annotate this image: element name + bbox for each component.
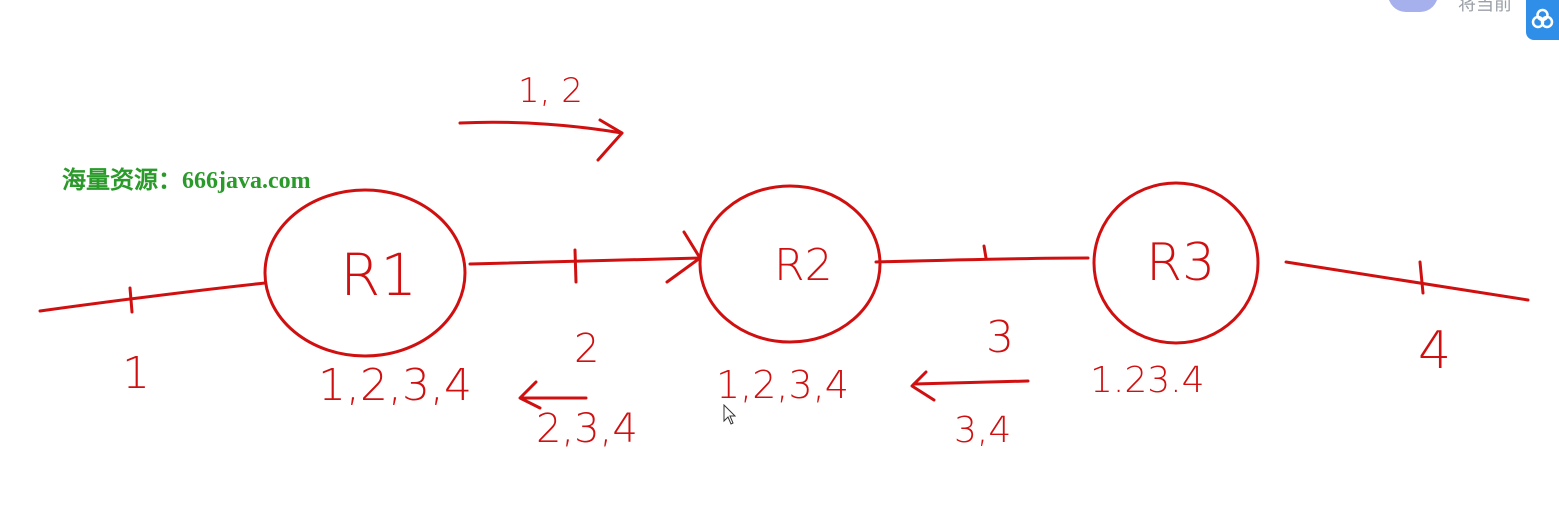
network-3-link [874,256,1090,264]
network-4-tick [1418,260,1425,295]
network-2-label: 2 [574,326,599,372]
update-arrowhead-r3-to-r2 [910,370,936,402]
network-1-tick [128,286,134,314]
router-r2-label: R2 [774,240,833,291]
corner-decoration [1388,0,1438,12]
cloud-icon[interactable] [1526,0,1559,40]
network-3-tick [982,244,988,260]
network-4-label: 4 [1418,321,1451,381]
router-r1-circle [263,188,467,358]
corner-partial-text: 将当前 [1458,0,1512,15]
network-1-label: 1 [122,348,150,399]
network-4-link [1284,260,1530,302]
mouse-pointer-icon [723,403,737,431]
watermark-text: 海量资源：666java.com [62,168,311,194]
cloud-icon-glyph [1531,8,1554,29]
network-2-tick [573,248,578,284]
network-3-label: 3 [986,312,1014,363]
update-label-r2-to-r1: 2,3,4 [536,406,638,452]
update-arrow-r3-to-r2 [912,379,1030,386]
router-r2-routes: 1,2,3,4 [716,363,849,407]
update-label-r3-to-r2: 3,4 [954,410,1011,451]
router-r3-circle [1092,181,1260,345]
router-r1-label: R1 [340,241,417,309]
update-arrowhead-r1-to-r2 [596,118,624,162]
router-r2-circle [698,184,882,344]
update-arrow-r1-to-r2 [458,120,624,135]
update-label-r1-to-r2: 1, 2 [518,71,583,111]
router-r3-label: R3 [1146,233,1215,293]
router-r3-routes: 1.23.4 [1090,360,1205,401]
router-r1-routes: 1,2,3,4 [318,360,472,411]
network-1-link [38,281,267,313]
update-arrowhead-r2-to-r1 [518,380,542,410]
network-2-link [468,256,702,266]
